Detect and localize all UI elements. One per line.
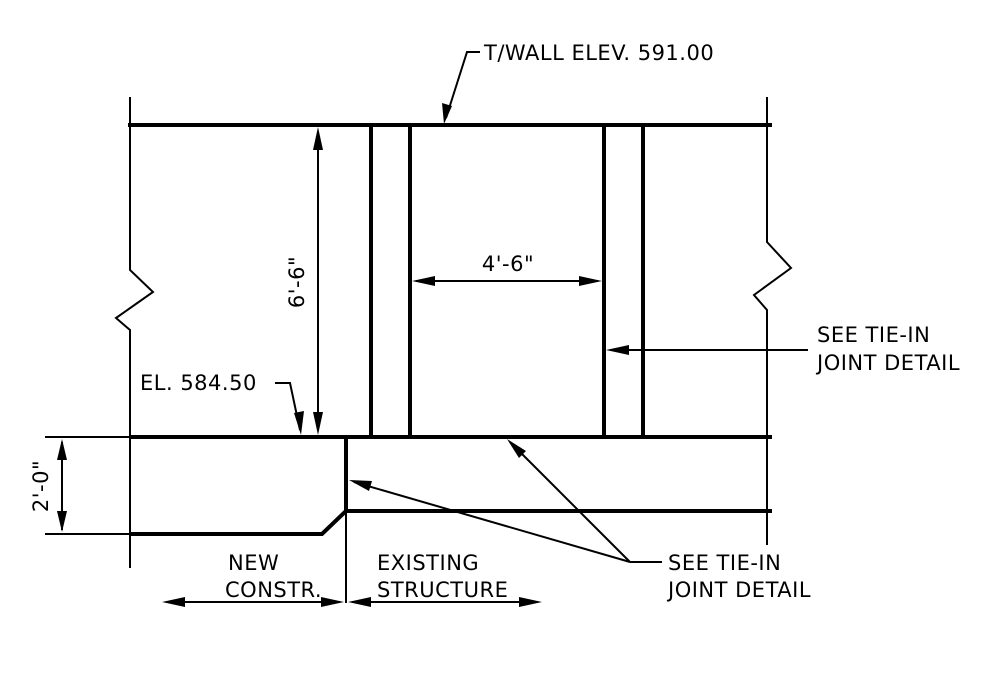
bottom-elevation-label: EL. 584.50 xyxy=(140,371,257,395)
panel-width-dimension: 4'-6" xyxy=(482,252,534,276)
existing-structure-extent-arrow-right xyxy=(519,597,542,607)
new-construction-label-line2: CONSTR. xyxy=(225,578,322,602)
wall-height-arrow-top xyxy=(313,127,323,150)
panel-width-arrow-right xyxy=(579,276,602,286)
bottom-tie-in-leader-arrow-wall xyxy=(507,439,526,458)
right-tie-in-label-line2: JOINT DETAIL xyxy=(815,351,960,375)
bottom-tie-in-label-line1: SEE TIE-IN xyxy=(668,551,781,575)
new-construction-footing xyxy=(130,435,348,536)
existing-structure-extent-arrow-left xyxy=(348,597,371,607)
bottom-tie-in-label-line2: JOINT DETAIL xyxy=(666,578,811,602)
top-of-wall-leader-arrow xyxy=(442,103,452,124)
right-break-line xyxy=(752,97,793,545)
top-of-wall-elevation-label: T/WALL ELEV. 591.00 xyxy=(483,41,714,65)
footing-thickness-arrow-top xyxy=(57,439,67,460)
wall-height-dimension: 6'-6" xyxy=(285,256,309,308)
footing-thickness-dimension: 2'-0" xyxy=(29,460,53,512)
new-construction-extent-arrow-right xyxy=(321,597,344,607)
bottom-tie-in-leader-arrow-footing xyxy=(349,480,372,491)
bottom-tie-in-leader-to-wall xyxy=(510,442,631,563)
new-construction-label-line1: NEW xyxy=(228,551,279,575)
existing-structure-label-line1: EXISTING xyxy=(377,551,479,575)
left-break-line xyxy=(114,97,155,568)
bottom-elevation-leader-arrow xyxy=(294,411,304,435)
right-tie-in-label-line1: SEE TIE-IN xyxy=(817,323,930,347)
wall-height-arrow-bottom xyxy=(313,412,323,435)
bottom-tie-in-leader-to-footing xyxy=(353,481,631,563)
panel-width-arrow-left xyxy=(412,276,435,286)
bottom-elevation-leader xyxy=(275,382,301,431)
new-construction-extent-arrow-left xyxy=(162,597,185,607)
right-tie-in-leader-arrow xyxy=(606,345,629,355)
existing-structure-label-line2: STRUCTURE xyxy=(377,578,508,602)
top-of-wall-leader xyxy=(445,51,480,119)
footing-thickness-arrow-bottom xyxy=(57,511,67,532)
